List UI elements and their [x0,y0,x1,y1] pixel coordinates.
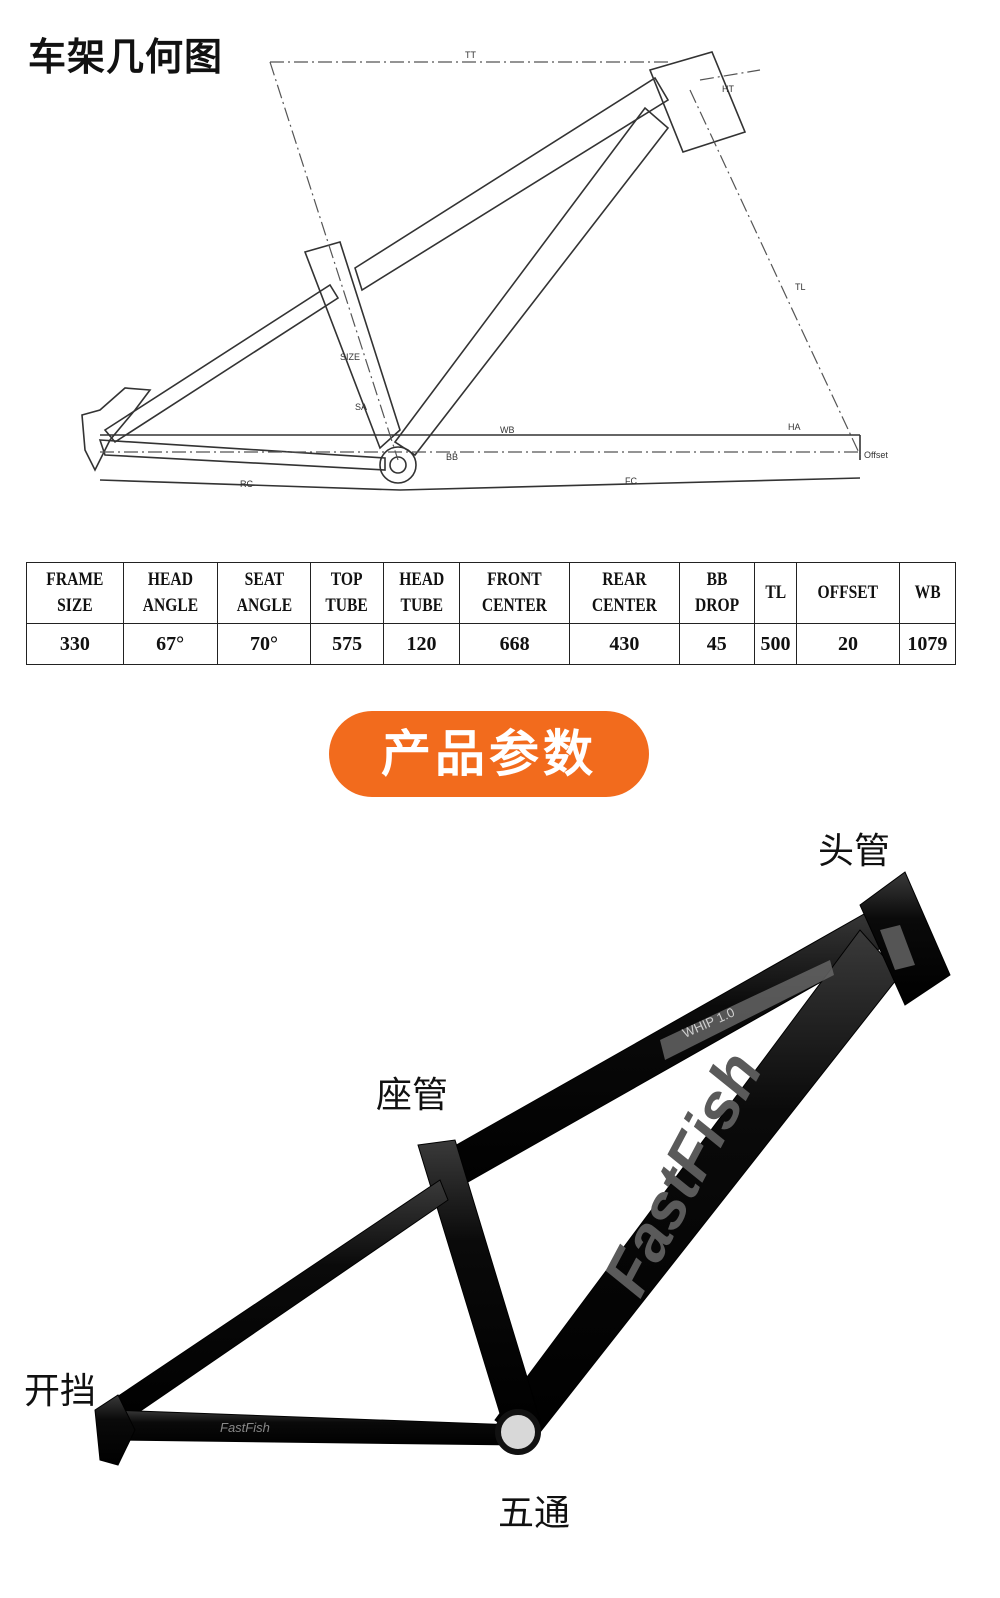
spec-header-row: FRAME SIZE HEAD ANGLE SEAT ANGLE TOP TUB… [26,562,957,624]
section-title-pill: 产品参数 [329,711,649,797]
tt-label: TT [465,50,476,60]
wb-label: WB [500,425,515,435]
spec-header: WB [898,562,957,624]
dropout-outline [81,387,152,472]
bb-label: BB [446,452,458,462]
ha-label: HA [788,422,801,432]
spec-header: REAR CENTER [568,562,680,624]
spec-value: 500 [753,623,798,665]
spec-header: TOP TUBE [310,562,384,624]
spec-header: HEAD TUBE [382,562,461,624]
bb-shell-outline [379,446,417,484]
callout-seat-tube: 座管 [376,1075,449,1116]
top-tube-outline [354,76,670,292]
spec-value: 575 [310,623,384,665]
spec-value-row: 330 67° 70° 575 120 668 430 45 500 20 10… [26,623,957,665]
seat-tube-outline [303,241,401,450]
down-tube-outline [393,106,670,457]
geometry-title: 车架几何图 [28,35,224,79]
head-tube-outline [648,51,747,153]
spec-value: 330 [26,623,124,665]
photo-seat-stay [104,1179,449,1426]
spec-value: 45 [678,623,755,665]
spec-header: FRAME SIZE [26,562,124,624]
photo-chain-stay [109,1409,516,1446]
spec-header: TL [753,562,798,624]
ht-label: HT [722,84,734,94]
spec-header: FRONT CENTER [459,562,570,624]
spec-value: 668 [459,623,570,665]
rc-label: RC [240,479,253,489]
offset-label: Offset [864,450,888,460]
spec-header: SEAT ANGLE [216,562,312,624]
tl-label: TL [795,282,806,292]
callout-dropout: 开挡 [24,1371,97,1412]
spec-header: BB DROP [678,562,755,624]
callout-bottom-bracket: 五通 [498,1493,571,1534]
photo-bb-shell [495,1409,541,1455]
fc-label: FC [625,476,637,486]
spec-value: 430 [568,623,680,665]
spec-value: 20 [796,623,900,665]
seat-stay-outline [103,283,340,444]
callout-head-tube: 头管 [818,831,891,872]
spec-value: 67° [122,623,218,665]
photo-seat-tube [417,1139,541,1431]
spec-value: 70° [216,623,312,665]
photo-dropout [94,1394,136,1466]
spec-table: FRAME SIZE HEAD ANGLE SEAT ANGLE TOP TUB… [26,562,957,665]
size-label: SIZE [340,352,360,362]
frame-photo: FastFish WHIP 1.0 FastFish [94,871,951,1466]
chain-stay-outline [98,439,386,471]
spec-value: 120 [382,623,461,665]
frame-geometry-drawing: TT HT TL SIZE SA HA WB BB RC FC Offset [81,50,888,491]
spec-header: HEAD ANGLE [122,562,218,624]
spec-header: OFFSET [796,562,900,624]
sa-label: SA [355,402,367,412]
photo-chainstay-decal: FastFish [220,1420,270,1435]
spec-value: 1079 [898,623,957,665]
